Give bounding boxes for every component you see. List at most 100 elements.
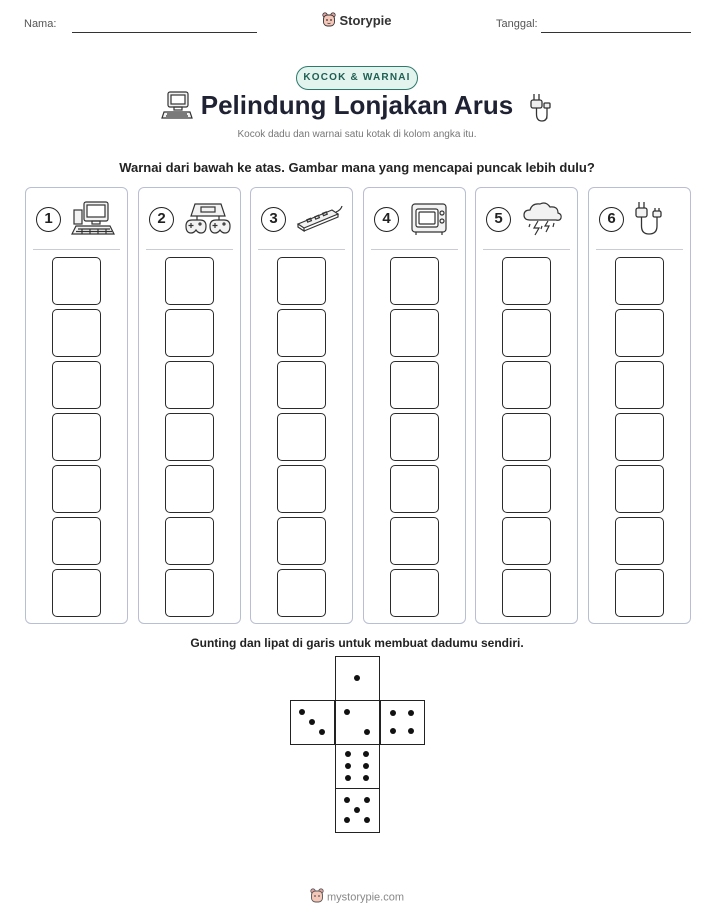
color-box[interactable] [615,517,664,565]
color-box[interactable] [165,257,214,305]
color-box[interactable] [502,465,551,513]
color-box[interactable] [52,569,101,617]
color-box[interactable] [165,309,214,357]
pip [354,807,360,813]
color-box[interactable] [502,257,551,305]
plug-icon [527,92,553,129]
color-box[interactable] [52,517,101,565]
color-box[interactable] [52,257,101,305]
color-box[interactable] [165,517,214,565]
cut-instruction: Gunting dan lipat di garis untuk membuat… [190,636,524,650]
storypie-logo-icon [310,888,324,907]
color-box[interactable] [277,361,326,409]
pip [364,817,370,823]
color-box[interactable] [502,361,551,409]
brand: Storypie [0,12,714,31]
column-divider [146,249,233,250]
instruction-text: Warnai dari bawah ke atas. Gambar mana y… [119,160,595,175]
pip [344,709,350,715]
pip [363,751,369,757]
column-divider [371,249,458,250]
color-box[interactable] [277,465,326,513]
pip [364,729,370,735]
color-box[interactable] [502,569,551,617]
column-number: 1 [36,207,61,232]
color-box[interactable] [52,413,101,461]
color-box[interactable] [277,309,326,357]
column-header: 2 [139,188,240,250]
plug-icon [633,200,683,238]
column-3: 3 [250,187,353,624]
name-label: Nama: [24,18,57,30]
color-box[interactable] [277,257,326,305]
pip [344,797,350,803]
color-box[interactable] [165,413,214,461]
storm-cloud-icon [520,200,570,238]
color-box[interactable] [390,517,439,565]
power-strip-icon [295,200,345,238]
color-box[interactable] [615,413,664,461]
color-box[interactable] [502,413,551,461]
color-box[interactable] [390,413,439,461]
storypie-logo-icon [322,12,337,31]
color-box[interactable] [277,413,326,461]
column-divider [258,249,345,250]
color-box[interactable] [165,569,214,617]
color-box[interactable] [390,465,439,513]
color-box[interactable] [502,517,551,565]
column-5: 5 [475,187,578,624]
color-box[interactable] [615,569,664,617]
name-line[interactable] [72,32,257,33]
color-box[interactable] [277,517,326,565]
column-divider [483,249,570,250]
brand-name: Storypie [339,12,392,28]
date-label: Tanggal: [496,18,538,30]
color-box[interactable] [390,569,439,617]
color-box[interactable] [502,309,551,357]
footer-url[interactable]: mystorypie.com [326,891,405,904]
pip [408,710,414,716]
color-box[interactable] [52,361,101,409]
pip [408,728,414,734]
page-title: Pelindung Lonjakan Arus [200,90,514,120]
activity-tag: KOCOK & WARNAI [296,66,418,90]
column-6: 6 [588,187,691,624]
color-box[interactable] [390,361,439,409]
column-divider [33,249,120,250]
die-face-2 [335,700,380,745]
color-box[interactable] [52,465,101,513]
column-2: 2 [138,187,241,624]
pip [363,775,369,781]
color-box[interactable] [615,257,664,305]
pip [345,751,351,757]
column-header: 5 [476,188,577,250]
color-box[interactable] [165,361,214,409]
color-box[interactable] [52,309,101,357]
color-box[interactable] [165,465,214,513]
game-console-icon [183,200,233,238]
color-box[interactable] [390,257,439,305]
footer: mystorypie.com [0,888,714,907]
die-face-6 [335,744,380,789]
pip [363,763,369,769]
die-face-3 [290,700,335,745]
column-header: 3 [251,188,352,250]
color-box[interactable] [615,465,664,513]
pip [319,729,325,735]
color-box[interactable] [615,309,664,357]
column-number: 6 [599,207,624,232]
pip [309,719,315,725]
die-face-5 [335,788,380,833]
color-box[interactable] [615,361,664,409]
pip [390,728,396,734]
pip [390,710,396,716]
date-line[interactable] [541,32,691,33]
color-box[interactable] [390,309,439,357]
color-box[interactable] [277,569,326,617]
computer-icon [70,200,120,238]
pip [354,675,360,681]
computer-icon [160,90,194,127]
dice-net [290,656,426,836]
column-number: 5 [486,207,511,232]
column-header: 4 [364,188,465,250]
